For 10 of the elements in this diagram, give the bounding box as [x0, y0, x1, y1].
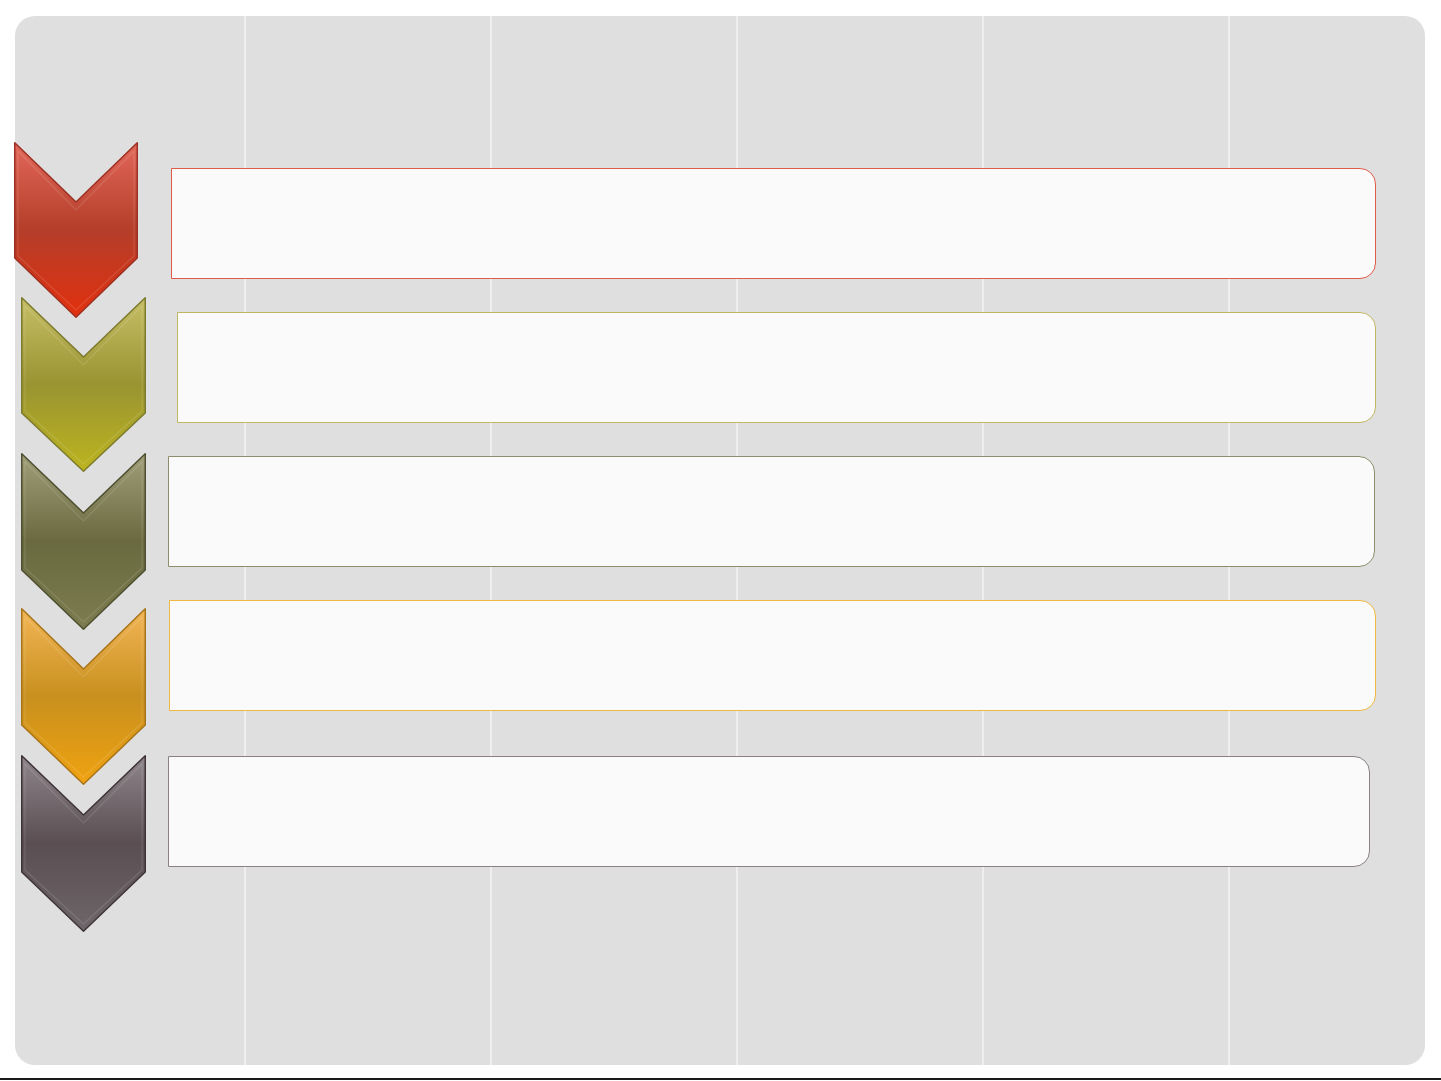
content-panel [169, 600, 1376, 711]
content-panel [168, 756, 1370, 867]
content-panel [171, 168, 1376, 279]
chevron-marker [21, 297, 146, 472]
chevron-marker [21, 608, 146, 785]
content-panel [168, 456, 1375, 567]
chevron-marker [14, 142, 138, 318]
chevron-marker [21, 453, 146, 630]
chevron-marker [21, 755, 146, 932]
content-panel [177, 312, 1376, 423]
